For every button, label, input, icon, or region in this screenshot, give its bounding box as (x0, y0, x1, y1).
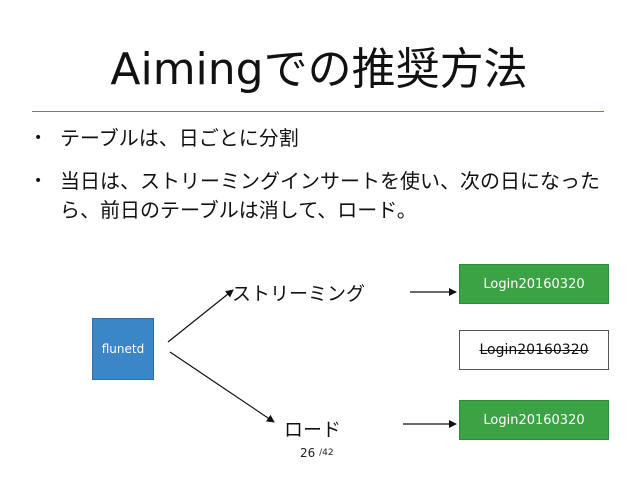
table-box-loaded: Login20160320 (459, 400, 609, 440)
bullet-text: 当日は、ストリーミングインサートを使い、次の日になったら、前日のテーブルは消して… (60, 169, 600, 222)
bullet-text: テーブルは、日ごとに分割 (60, 126, 299, 150)
bullet-list: • テーブルは、日ごとに分割 • 当日は、ストリーミングインサートを使い、次の日… (30, 124, 620, 239)
bullet-item: • 当日は、ストリーミングインサートを使い、次の日になったら、前日のテーブルは消… (30, 167, 620, 225)
table-box-deleted: Login20160320 (459, 330, 609, 370)
bullet-marker: • (34, 130, 43, 146)
arrow-to-streaming (167, 289, 234, 343)
total-pages: /42 (319, 448, 334, 458)
load-label: ロード (284, 419, 342, 441)
table-name-deleted: Login20160320 (479, 342, 589, 358)
title-divider (32, 111, 604, 112)
arrow-to-load (169, 351, 275, 423)
streaming-label: ストリーミング (232, 283, 366, 305)
bullet-item: • テーブルは、日ごとに分割 (30, 124, 620, 153)
current-page: 26 (300, 446, 316, 460)
table-box-streaming: Login20160320 (459, 264, 609, 304)
page-number: 26 /42 (300, 446, 370, 460)
slide-title: Aimingでの推奨方法 (110, 44, 528, 95)
bullet-marker: • (34, 173, 43, 189)
fluentd-node: flunetd (92, 318, 154, 380)
